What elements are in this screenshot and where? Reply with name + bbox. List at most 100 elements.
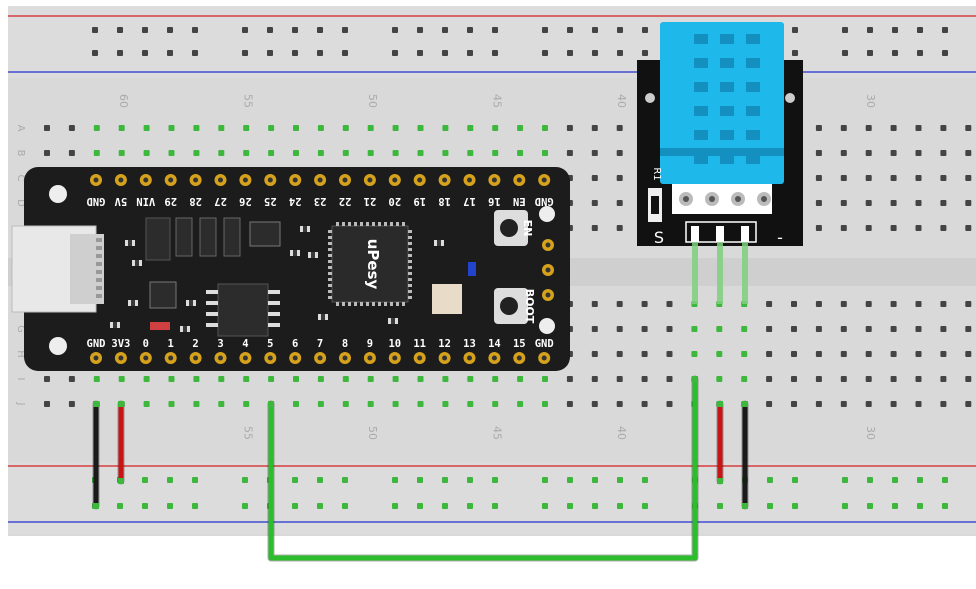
wire-endpoint [742, 401, 748, 407]
rail-hole [867, 50, 873, 56]
breadboard-hole [915, 326, 922, 332]
breadboard-hole [342, 150, 349, 156]
wire-endpoint [692, 376, 698, 382]
board-pin-hole [118, 355, 124, 361]
rail-hole [267, 50, 273, 56]
dht11-vent [720, 34, 734, 44]
breadboard-hole [616, 401, 623, 407]
breadboard-hole [68, 401, 75, 407]
dht11-vent [720, 58, 734, 68]
chip-lead [354, 222, 357, 226]
inductor [199, 217, 217, 257]
board-pin-hole [491, 355, 497, 361]
breadboard-hole [940, 175, 947, 181]
chip-lead [328, 230, 332, 233]
rail-hole [642, 477, 648, 483]
chip-lead [348, 302, 351, 306]
wire-endpoint [93, 503, 99, 509]
rail-hole [167, 477, 173, 483]
smd-component-body [437, 240, 441, 246]
smd-component-body [391, 318, 395, 324]
breadboard-hole [168, 125, 175, 131]
chip-lead [378, 302, 381, 306]
breadboard-hole [517, 376, 524, 382]
breadboard-hole [44, 401, 50, 407]
rail-hole [142, 27, 148, 33]
chip-lead [268, 323, 280, 327]
sensor-header-pin-hole [761, 196, 767, 202]
column-number-top: 55 [242, 94, 255, 108]
breadboard-hole [467, 401, 474, 407]
breadboard-hole [168, 150, 175, 156]
breadboard-hole [666, 301, 673, 307]
breadboard-hole [865, 150, 872, 156]
breadboard-hole [44, 150, 50, 156]
breadboard-hole [442, 125, 449, 131]
rail-hole [642, 50, 648, 56]
wire-signal-green [268, 376, 698, 561]
breadboard-hole [392, 125, 399, 131]
row-letter: H [15, 350, 26, 358]
usb-c-inner [70, 234, 104, 304]
dht11-vent [720, 154, 734, 164]
rail-hole [342, 27, 348, 33]
smd-component-body [189, 300, 193, 306]
board-pin-label-top: 22 [339, 195, 352, 207]
board-pin-hole [342, 177, 348, 183]
breadboard-hole [666, 351, 673, 357]
breadboard-hole [542, 376, 548, 382]
rail-hole [892, 27, 898, 33]
rail-hole [842, 50, 848, 56]
rail-hole [767, 503, 773, 509]
board-pin-label-bottom: 2 [192, 338, 198, 350]
rail-hole [842, 503, 848, 509]
breadboard-hole [591, 200, 598, 206]
chip-lead [372, 302, 375, 306]
breadboard-hole [517, 125, 524, 131]
breadboard-hole [243, 125, 250, 131]
breadboard-hole [840, 376, 847, 382]
board-pin-label-top: 18 [438, 195, 451, 207]
breadboard-hole [93, 125, 100, 131]
breadboard-hole [417, 401, 424, 407]
breadboard-hole [666, 326, 673, 332]
chip-lead [328, 248, 332, 251]
breadboard-hole [965, 301, 972, 307]
breadboard-hole [840, 175, 847, 181]
breadboard-hole [417, 125, 424, 131]
breadboard-hole [193, 376, 200, 382]
smd-component-body [113, 322, 117, 328]
rail-hole [242, 503, 248, 509]
board-pin-hole [392, 177, 398, 183]
rail-hole [492, 50, 498, 56]
chip-lead [408, 230, 412, 233]
board-pin-hole [267, 177, 273, 183]
chip-lead [328, 296, 332, 299]
rail-hole [317, 50, 323, 56]
board-pin-label-bottom: 3 [217, 338, 223, 350]
breadboard-hole [293, 150, 299, 156]
board-pin-label-top: 19 [413, 195, 426, 207]
chip-lead [402, 222, 405, 226]
dht11-sensor-module: R1S- [637, 22, 803, 304]
breadboard-hole [940, 401, 947, 407]
breadboard-hole [492, 376, 499, 382]
rail-hole [617, 27, 623, 33]
breadboard-hole [915, 175, 922, 181]
breadboard-hole [268, 376, 275, 382]
row-letter: J [15, 402, 26, 406]
small-chip [149, 281, 177, 309]
breadboard-hole [367, 376, 374, 382]
chip-lead [408, 296, 412, 299]
chip-lead [328, 260, 332, 263]
mounting-hole [49, 185, 67, 203]
rail-hole [942, 477, 948, 483]
breadboard-hole [392, 401, 399, 407]
rail-hole [567, 50, 573, 56]
dht11-vent [746, 82, 760, 92]
board-pin-hole [467, 355, 472, 361]
breadboard-hole [815, 401, 822, 407]
breadboard-hole [193, 150, 200, 156]
chip-lead [336, 302, 339, 306]
